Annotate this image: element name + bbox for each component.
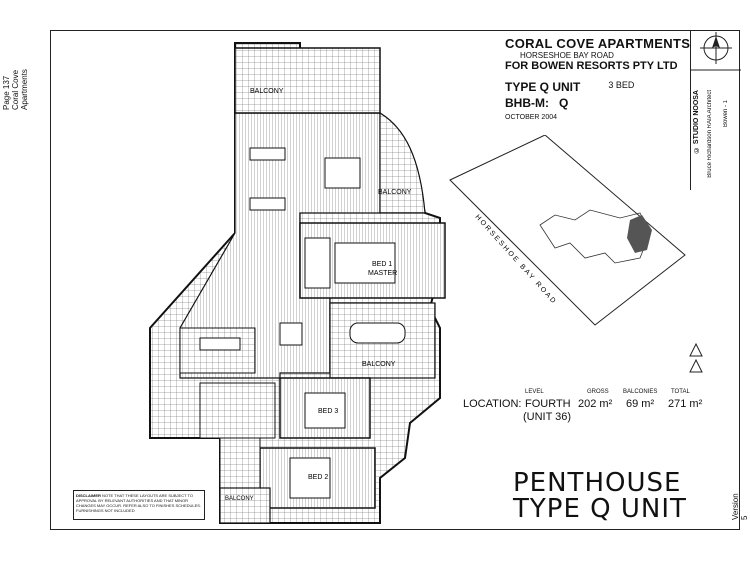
total-heading: TOTAL [671,389,690,395]
section-marker-icon [689,342,703,373]
room-bed2: BED 2 [308,474,328,481]
north-arrow-icon [691,32,741,71]
headline: PENTHOUSE TYPE Q UNIT [513,470,687,522]
drawing-date: OCTOBER 2004 [505,114,558,121]
floor-plan: BALCONY BALCONY BED 1 MASTER BALCONY BED… [149,42,446,524]
side-page-label: Page 137 Coral Cove Apartments [2,40,29,110]
headline-line2: TYPE Q UNIT [513,494,687,524]
room-bed1: BED 1 [372,261,392,268]
bhb-label: BHB-M: [505,96,549,110]
unit-type: TYPE Q UNIT [505,80,581,94]
room-balcony-top: BALCONY [250,88,284,95]
disclaimer-heading: DISCLAIMER [76,493,101,498]
level-heading: LEVEL [525,389,544,395]
bhb-value: Q [559,96,569,110]
gross-value: 202 m² [578,398,613,410]
drawing-sheet [50,30,740,530]
page-number: Page 137 [2,75,11,110]
architect-name: Bruce Richardson RAIA Architect [707,90,713,178]
room-bed3: BED 3 [318,408,338,415]
version-label: Version 5 [731,493,749,520]
room-balcony-mid: BALCONY [362,361,396,368]
sheet-number: Bowen - 1 [723,100,729,128]
total-value: 271 m² [668,398,703,410]
unit-number: (UNIT 36) [523,411,572,423]
headline-line1: PENTHOUSE [513,468,682,498]
room-balcony-right: BALCONY [378,189,412,196]
side-project-name: Coral Cove Apartments [11,69,29,110]
project-name: CORAL COVE APARTMENTS [505,36,691,51]
site-plan: HORSESHOE BAY ROAD [449,135,686,326]
location-info: LOCATION: LEVEL FOURTH (UNIT 36) GROSS 2… [463,389,703,432]
room-master: MASTER [368,270,397,277]
balconies-heading: BALCONIES [623,389,658,395]
balconies-value: 69 m² [626,398,655,410]
title-block: CORAL COVE APARTMENTS HORSESHOE BAY ROAD… [505,30,705,121]
site-road-label: HORSESHOE BAY ROAD [474,214,558,307]
disclaimer-text: NOTE THAT THESE LAYOUTS ARE SUBJECT TO A… [76,493,202,513]
room-balcony-bottom: BALCONY [225,496,254,502]
bed-count: 3 BED [608,80,635,90]
architect-stamp: © STUDIO NOOSA Bruce Richardson RAIA Arc… [690,30,741,190]
location-label: LOCATION: [463,398,522,410]
disclaimer-box: DISCLAIMER NOTE THAT THESE LAYOUTS ARE S… [73,490,205,520]
road-name: HORSESHOE BAY ROAD [520,51,614,60]
level-value: FOURTH [525,398,571,410]
gross-heading: GROSS [587,389,609,395]
client-name: FOR BOWEN RESORTS PTY LTD [505,60,678,72]
